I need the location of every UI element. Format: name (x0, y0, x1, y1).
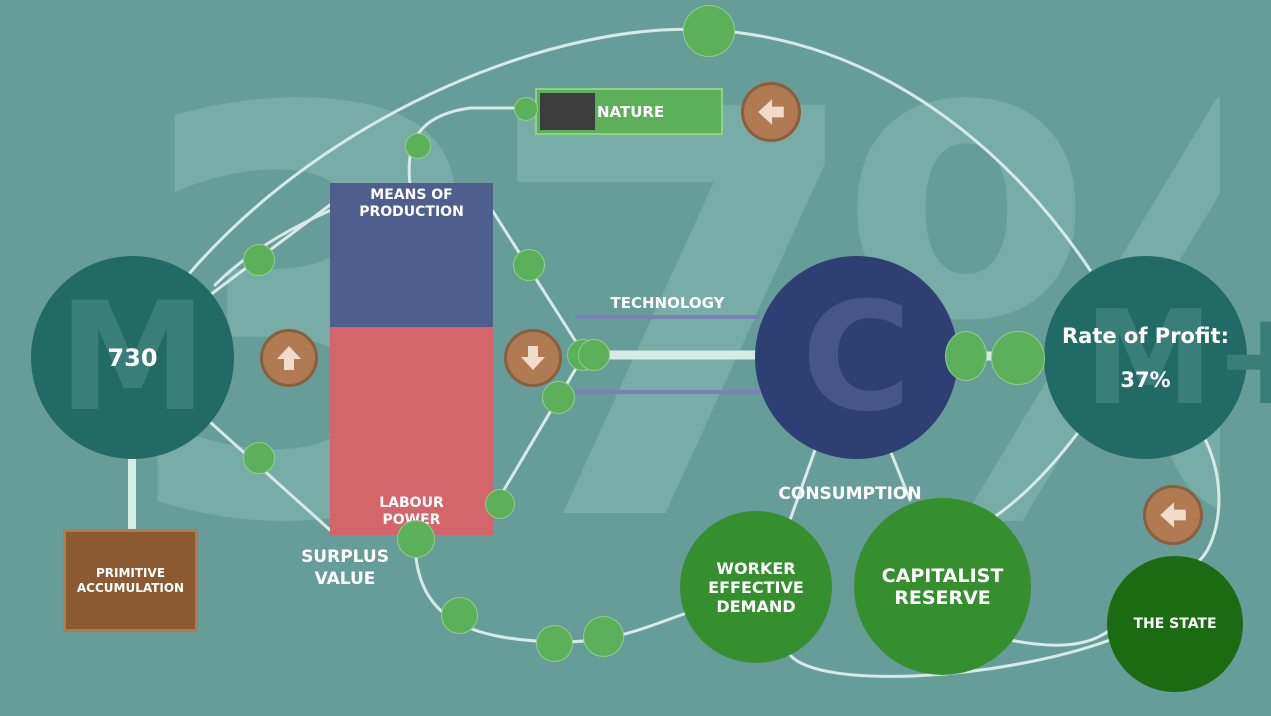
money-node[interactable]: M 730 (31, 256, 234, 459)
flow-dot (683, 5, 735, 57)
flow-dot (513, 249, 545, 281)
flow-dot (578, 339, 610, 371)
flow-dot (945, 331, 987, 381)
primitive-accumulation-box[interactable]: PRIMITIVE ACCUMULATION (63, 529, 198, 632)
nature-fill (540, 93, 595, 130)
commodity-watermark: C (801, 270, 912, 445)
profit-watermark: M+ (1084, 281, 1271, 434)
money-watermark: M (57, 270, 208, 445)
arrow-down-icon (521, 346, 545, 370)
arrow-left-icon (758, 99, 784, 125)
worker-effective-demand-node[interactable]: WORKER EFFECTIVE DEMAND (680, 511, 832, 663)
flow-dot (991, 331, 1045, 385)
commodity-node[interactable]: C (755, 256, 958, 459)
flow-dot (485, 489, 515, 519)
means-of-production-fill[interactable] (330, 183, 493, 328)
flow-dot (243, 244, 275, 276)
production-bar: MEANS OF PRODUCTION LABOUR POWER (330, 183, 493, 535)
flow-dot (583, 616, 624, 657)
nature-label: NATURE (597, 103, 665, 121)
worker-effective-demand-label: WORKER EFFECTIVE DEMAND (708, 558, 804, 616)
rate-of-profit-label: Rate of Profit: (1062, 323, 1229, 348)
nature-left-button[interactable] (741, 82, 801, 142)
nature-bar[interactable]: NATURE (535, 88, 723, 135)
decrease-means-button[interactable] (504, 329, 562, 387)
flow-dot (397, 520, 435, 558)
arrow-up-icon (277, 346, 301, 370)
rate-of-profit-value: 37% (1120, 367, 1171, 392)
flow-dot (536, 625, 573, 662)
primitive-accumulation-label: PRIMITIVE ACCUMULATION (76, 565, 185, 595)
flow-dot (405, 133, 431, 159)
flow-dot (243, 442, 275, 474)
consumption-label: CONSUMPTION (778, 484, 922, 504)
technology-label: TECHNOLOGY (610, 294, 725, 312)
surplus-value-label: SURPLUS VALUE (301, 547, 389, 589)
profit-node[interactable]: M+ Rate of Profit: 37% (1044, 256, 1271, 459)
flow-dot (514, 97, 538, 121)
capitalist-reserve-label: CAPITALIST RESERVE (881, 564, 1004, 609)
arrow-left-icon (1160, 502, 1186, 528)
means-of-production-label: MEANS OF PRODUCTION (359, 187, 464, 220)
capitalist-reserve-node[interactable]: CAPITALIST RESERVE (854, 498, 1031, 675)
flow-dot (441, 597, 478, 634)
increase-means-button[interactable] (260, 329, 318, 387)
the-state-label: THE STATE (1133, 616, 1217, 632)
flow-dot (542, 381, 575, 414)
state-left-button[interactable] (1143, 485, 1203, 545)
the-state-node[interactable]: THE STATE (1107, 556, 1243, 692)
money-value: 730 (107, 343, 158, 372)
